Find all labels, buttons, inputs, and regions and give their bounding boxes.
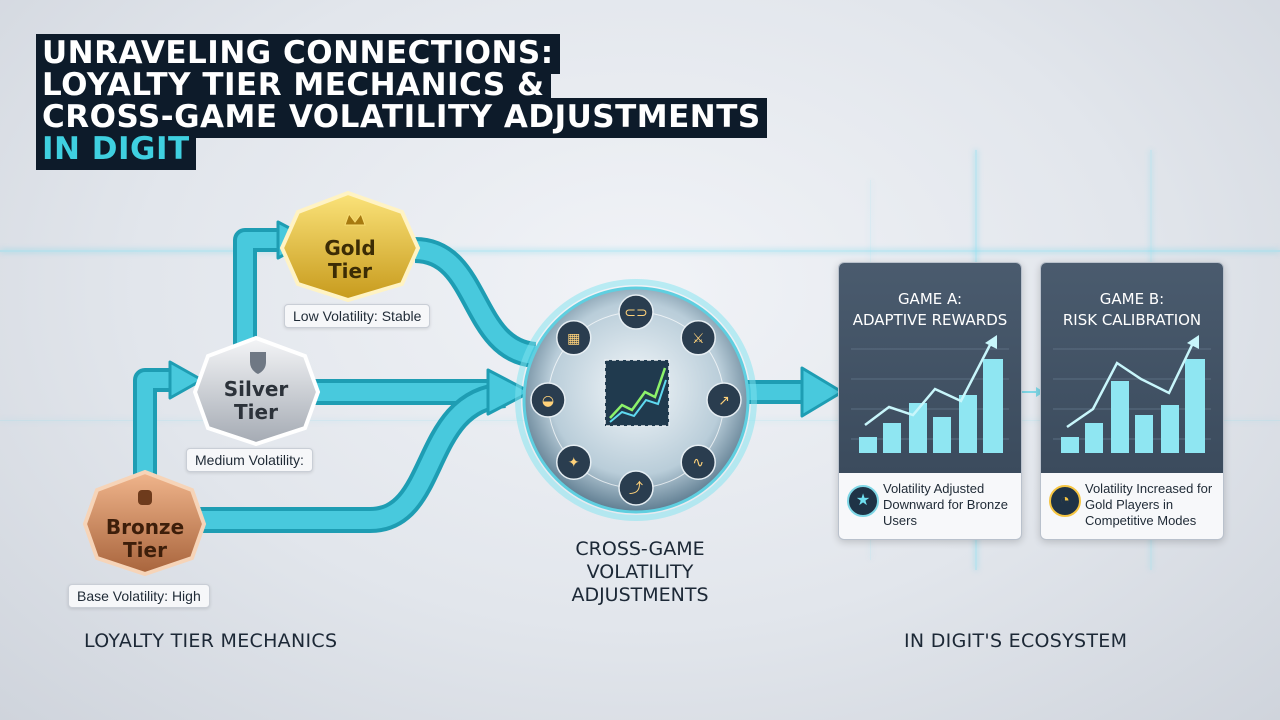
sword-icon: ⚔ (692, 331, 705, 347)
bar (1185, 359, 1205, 453)
game-a-chart (851, 335, 1009, 453)
gauge-icon: ◔ (1049, 485, 1081, 517)
pulse-icon-bg (680, 444, 716, 480)
hub-caption-line: VOLATILITY (586, 561, 694, 583)
arrowhead (800, 366, 844, 418)
bar (1135, 415, 1153, 453)
card-title: GAME B: RISK CALIBRATION (1041, 289, 1223, 331)
chart-icon-bg (706, 382, 742, 418)
card-title-line: RISK CALIBRATION (1062, 311, 1202, 329)
cards-icon: ▦ (567, 331, 580, 347)
bar (933, 417, 951, 453)
hub-game-icons: ⊂⊃ ⚔ ↗ ∿ ⤴ ✦ ◒ ▦ (530, 294, 742, 506)
tier-name: Silver (223, 377, 289, 401)
flow-bronze-to-hub (200, 386, 507, 529)
bronze-badge (82, 469, 207, 577)
trend-icon: ⤴ (629, 481, 643, 497)
gold-volatility-note: Low Volatility: Stable (284, 304, 431, 328)
hub-chart-frame (604, 359, 670, 427)
gold-badge (279, 190, 421, 303)
bar (1111, 381, 1129, 453)
car-icon-bg (618, 294, 654, 330)
crystal-icon-bg (556, 444, 592, 480)
crown-icon (344, 212, 366, 226)
tier-word: Tier (234, 400, 278, 424)
silver-tier-label[interactable]: Silver Tier (206, 378, 306, 424)
silver-badge (192, 335, 321, 447)
bar (1161, 405, 1179, 453)
arrowhead (1187, 335, 1199, 349)
racecar-icon-bg (530, 382, 566, 418)
silver-volatility-note: Medium Volatility: (186, 448, 313, 472)
gold-tier-label[interactable]: Gold Tier (300, 237, 400, 283)
shield-icon (250, 352, 266, 374)
flow-gold-to-hub (414, 241, 537, 364)
bar (883, 423, 901, 453)
hub-caption-line: ADJUSTMENTS (571, 584, 709, 606)
sword-icon-bg (680, 320, 716, 356)
hub-caption-line: CROSS-GAME (575, 538, 705, 560)
racecar-icon: ◒ (542, 393, 554, 409)
card-title: GAME A: ADAPTIVE REWARDS (839, 289, 1021, 331)
card-title-line: GAME B: (1099, 290, 1165, 308)
flow-silver-to-gold (237, 232, 282, 345)
flow-bronze-to-silver (137, 372, 175, 478)
bar (859, 437, 877, 453)
game-b-chart (1053, 335, 1211, 453)
crystal-icon: ✦ (568, 455, 580, 471)
pulse-icon: ∿ (692, 455, 704, 471)
arrowhead (168, 360, 204, 400)
grid-line (0, 250, 1280, 252)
cards-icon-bg (556, 320, 592, 356)
game-a-card[interactable]: GAME A: ADAPTIVE REWARDS ★ Volatility Ad… (838, 262, 1022, 540)
trend-line (1066, 342, 1195, 429)
hub-chart-line (609, 367, 667, 419)
tier-name: Gold (324, 236, 376, 260)
star-icon: ★ (847, 485, 879, 517)
hub-glow (515, 279, 757, 521)
trend-line (864, 342, 993, 426)
bar (983, 359, 1003, 453)
car-icon: ⊂⊃ (624, 305, 647, 321)
card-title-line: GAME A: (897, 290, 963, 308)
bronze-volatility-note: Base Volatility: High (68, 584, 210, 608)
title-line-4: IN DIGIT (36, 130, 196, 170)
arrowhead (985, 335, 997, 349)
hub-caption: CROSS-GAME VOLATILITY ADJUSTMENTS (530, 538, 750, 607)
bar (1085, 423, 1103, 453)
bronze-tier-label[interactable]: Bronze Tier (95, 516, 195, 562)
tier-word: Tier (123, 538, 167, 562)
hub-chart-line (609, 379, 667, 423)
helmet-icon (138, 490, 152, 505)
tier-name: Bronze (105, 515, 185, 539)
tier-word: Tier (328, 259, 372, 283)
arrowhead (486, 368, 532, 416)
left-caption: LOYALTY TIER MECHANICS (84, 630, 338, 652)
card-note: Volatility Increased for Gold Players in… (1085, 481, 1213, 528)
trend-icon-bg (618, 470, 654, 506)
bar (1061, 437, 1079, 453)
chart-icon: ↗ (718, 393, 730, 409)
card-title-line: ADAPTIVE REWARDS (852, 311, 1008, 329)
flow-paths (133, 228, 808, 533)
bar (959, 395, 977, 453)
right-caption: IN DIGIT'S ECOSYSTEM (904, 630, 1128, 652)
game-b-card[interactable]: GAME B: RISK CALIBRATION ◔ Volatility In… (1040, 262, 1224, 540)
card-note: Volatility Adjusted Downward for Bronze … (883, 481, 1008, 528)
